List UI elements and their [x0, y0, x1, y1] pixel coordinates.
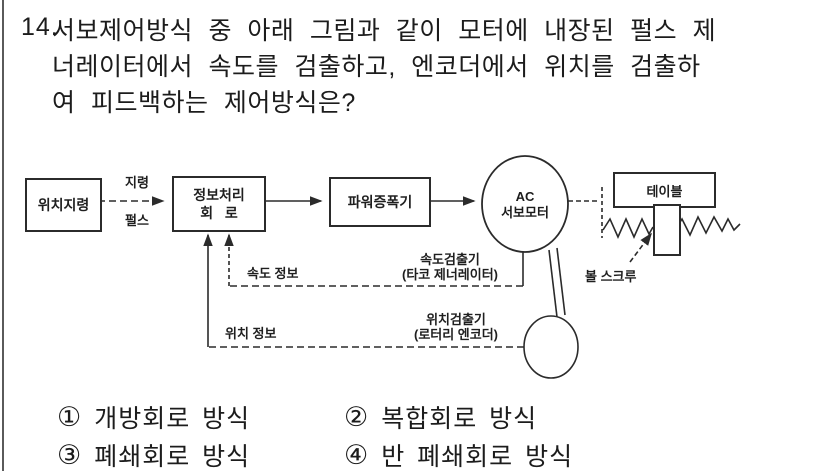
- power-amplifier-box: 파워증폭기: [329, 177, 431, 227]
- position-command-box: 위치지령: [25, 178, 102, 232]
- speed-detector-label-1: 속도검출기: [420, 252, 480, 267]
- command-pulse-label-1: 지령: [125, 175, 149, 190]
- option-1: ① 개방회로 방식: [57, 399, 250, 435]
- option-4: ④ 반 폐쇄회로 방식: [344, 437, 573, 471]
- servo-block-diagram: 위치지령 정보처리 회 로 파워증폭기 테이블 AC 서보모터 지령 펄스 속도…: [0, 130, 826, 390]
- position-info-label: 위치 정보: [225, 326, 277, 341]
- diagram-lines: [98, 155, 741, 379]
- ball-screw-right: [676, 215, 741, 237]
- power-amplifier-label: 파워증폭기: [347, 194, 413, 210]
- option-2: ② 복합회로 방식: [344, 399, 537, 435]
- question-number: 14.: [21, 13, 59, 41]
- option-3: ③ 폐쇄회로 방식: [57, 437, 250, 471]
- page-left-border: [2, 0, 4, 471]
- rotary-encoder-circle: [523, 315, 579, 379]
- shaft-line-2: [556, 247, 566, 316]
- position-command-label: 위치지령: [37, 197, 90, 213]
- ball-screw-left: [602, 217, 654, 239]
- position-detector-label-1: 위치검출기: [426, 312, 486, 327]
- shaft-line-1: [548, 249, 558, 318]
- question-line-1: 서보제어방식 중 아래 그림과 같이 모터에 내장된 펄스 제: [52, 17, 717, 45]
- ac-servo-motor-circle: [481, 155, 569, 253]
- info-processing-box: 정보처리 회 로: [172, 176, 266, 232]
- option-1-label: 개방회로 방식: [94, 405, 251, 433]
- position-detector-label-2: (로터리 엔코더): [413, 327, 499, 342]
- option-2-label: 복합회로 방식: [381, 405, 538, 433]
- table-label: 테이블: [646, 183, 683, 199]
- motor-label-line-1: AC: [515, 189, 535, 204]
- screw-nut-block: [653, 204, 681, 256]
- speed-info-label: 속도 정보: [247, 266, 299, 281]
- question-line-3: 여 피드백하는 제어방식은?: [52, 89, 356, 117]
- question-line-2: 너레이터에서 속도를 검출하고, 엔코더에서 위치를 검출하: [52, 53, 701, 81]
- speed-detector-label-2: (타코 제너레이터): [402, 267, 498, 282]
- option-4-label: 반 폐쇄회로 방식: [381, 443, 574, 471]
- command-pulse-label-2: 펄스: [125, 213, 149, 228]
- motor-label-line-2: 서보모터: [501, 205, 549, 220]
- info-processing-label-2: 회 로: [200, 205, 238, 221]
- option-1-marker: ①: [57, 401, 83, 432]
- ball-screw-label: 볼 스크루: [585, 269, 637, 284]
- option-4-marker: ④: [344, 439, 370, 470]
- option-3-marker: ③: [57, 439, 83, 470]
- question-text: 서보제어방식 중 아래 그림과 같이 모터에 내장된 펄스 제 너레이터에서 속…: [52, 13, 772, 121]
- ac-servo-motor-label: AC 서보모터: [482, 189, 568, 221]
- ball-screw-pointer: [629, 232, 652, 263]
- table-box: 테이블: [613, 172, 716, 208]
- option-3-label: 폐쇄회로 방식: [94, 443, 251, 471]
- info-processing-label-1: 정보처리: [193, 187, 245, 203]
- option-2-marker: ②: [344, 401, 370, 432]
